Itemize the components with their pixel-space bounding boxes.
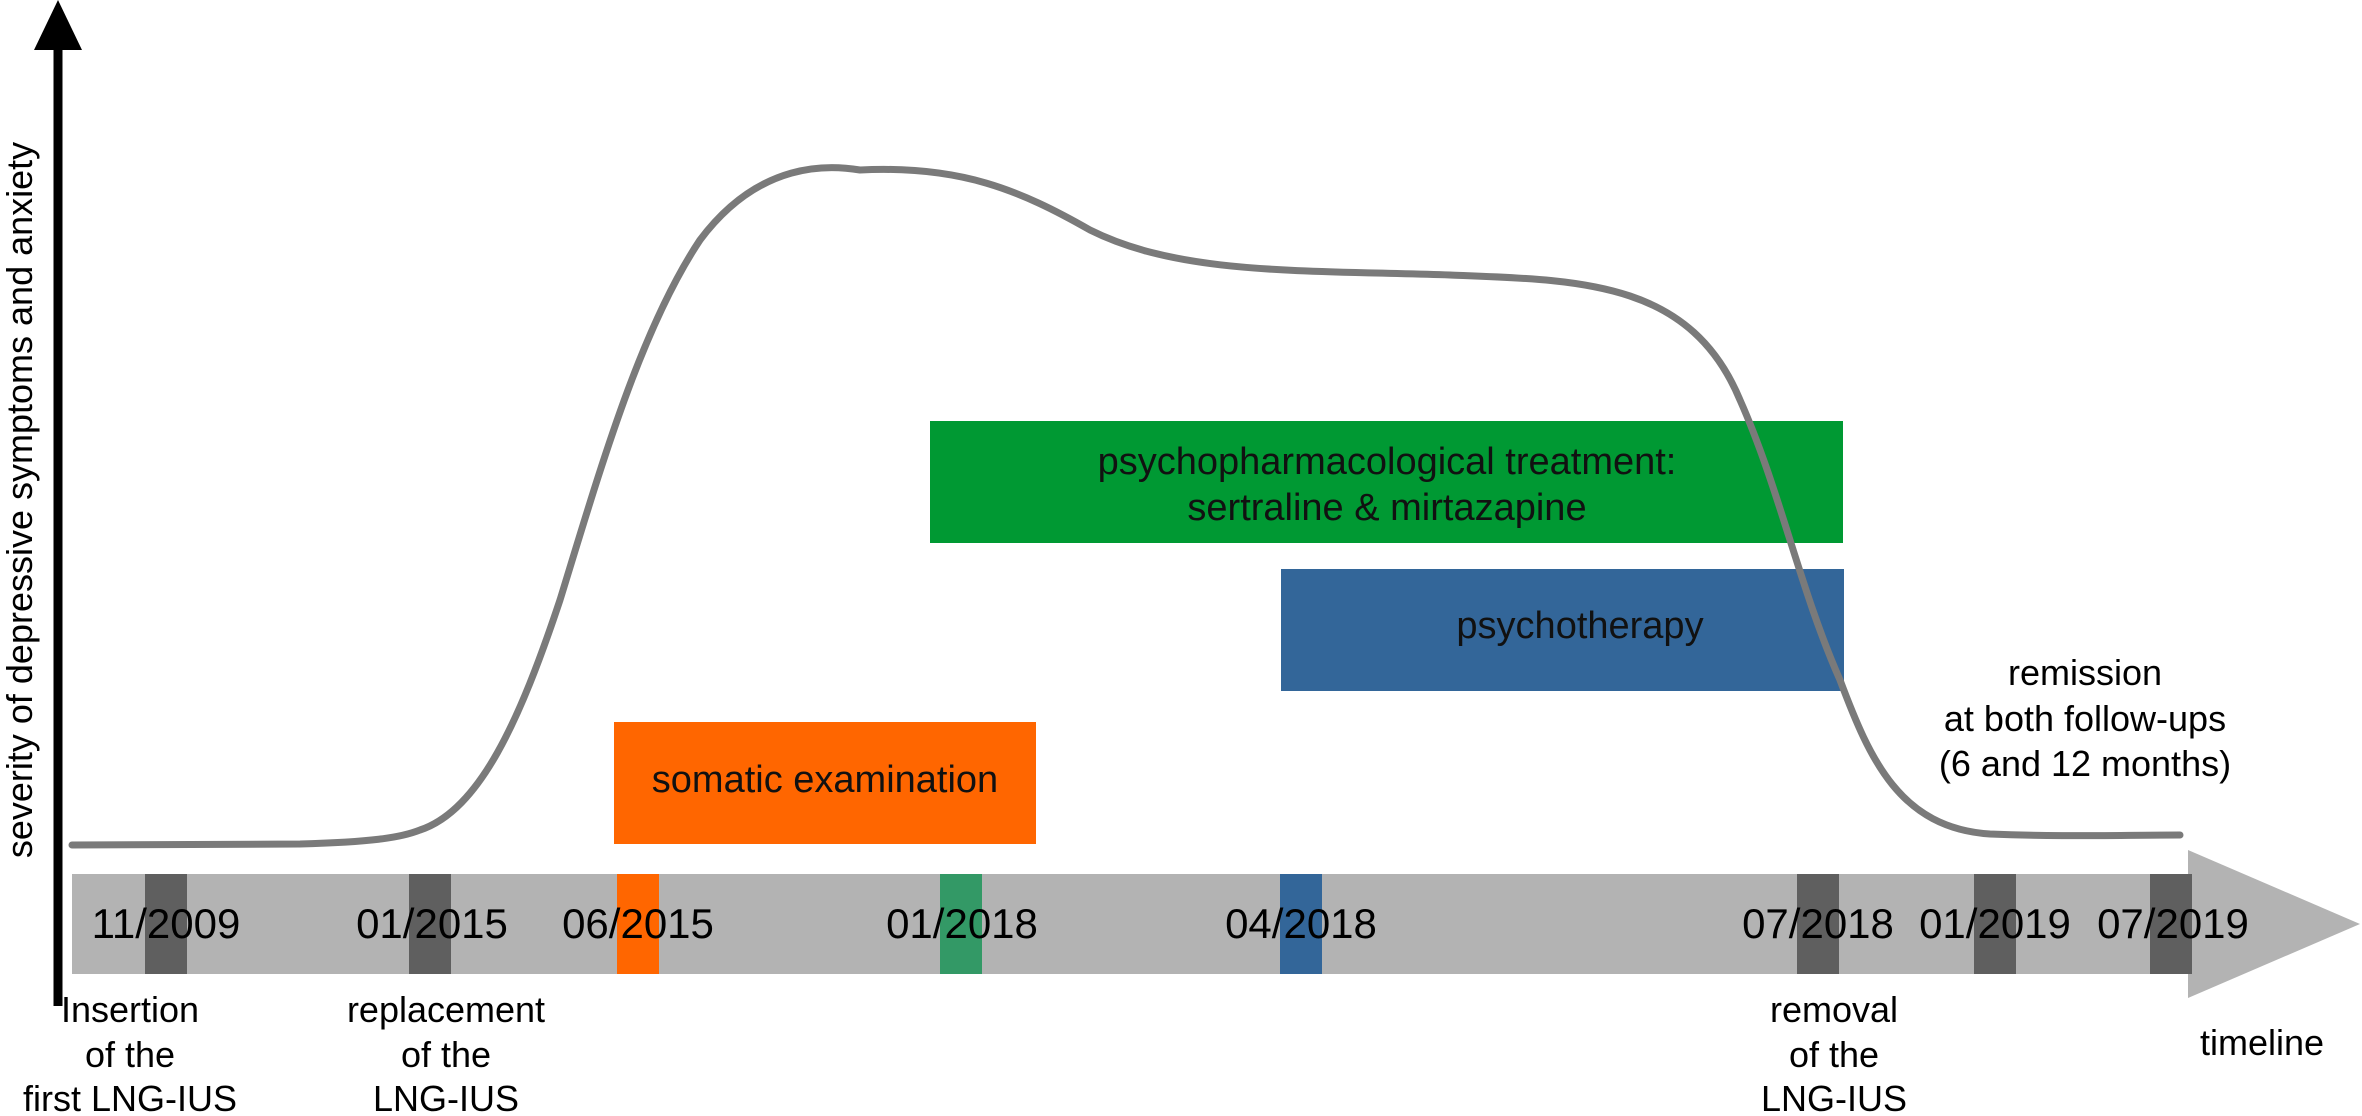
date-label: 07/2019 [2097, 900, 2249, 947]
marker-11-2009 [145, 874, 187, 974]
remission-label-line1: remission [2008, 652, 2162, 693]
date-label: 01/2018 [886, 900, 1038, 947]
somatic-examination-bar [614, 722, 1036, 844]
removal-label-line3: LNG-IUS [1761, 1078, 1907, 1116]
psychopharm-label-line1: psychopharmacological treatment: [1098, 441, 1677, 483]
y-axis-label: severity of depressive symptoms and anxi… [0, 142, 40, 858]
insertion-label-line1: Insertion [61, 989, 199, 1030]
date-label: 01/2019 [1919, 900, 2071, 947]
marker-06-2015 [617, 874, 659, 974]
remission-label-line3: (6 and 12 months) [1939, 743, 2231, 784]
treatment-bars: somatic examination psychopharmacologica… [614, 421, 1844, 844]
severity-curve [68, 164, 2184, 849]
marker-07-2018 [1797, 874, 1839, 974]
y-axis-arrowhead [34, 0, 82, 50]
date-label: 07/2018 [1742, 900, 1894, 947]
marker-01-2015 [409, 874, 451, 974]
marker-04-2018 [1280, 874, 1322, 974]
marker-01-2019 [1974, 874, 2016, 974]
marker-07-2019 [2150, 874, 2192, 974]
replacement-label-line2: of the [401, 1034, 491, 1075]
replacement-label-line3: LNG-IUS [373, 1078, 519, 1116]
date-label: 11/2009 [92, 900, 241, 947]
remission-annotation: remission at both follow-ups (6 and 12 m… [1939, 652, 2231, 784]
timeline-arrowhead [2188, 850, 2360, 998]
date-markers [145, 874, 2192, 974]
insertion-label-line3: first LNG-IUS [23, 1078, 237, 1116]
psychotherapy-bar [1281, 569, 1844, 691]
psychopharm-label-line2: sertraline & mirtazapine [1187, 487, 1586, 529]
marker-01-2018 [940, 874, 982, 974]
date-labels: 11/2009 01/2015 06/2015 01/2018 04/2018 … [92, 900, 2249, 947]
removal-label-line2: of the [1789, 1034, 1879, 1075]
date-label: 04/2018 [1225, 900, 1377, 947]
date-label: 06/2015 [562, 900, 714, 947]
remission-label-line2: at both follow-ups [1944, 698, 2226, 739]
replacement-label-line1: replacement [347, 989, 545, 1030]
psychopharm-treatment-bar [930, 421, 1843, 543]
timeline-label: timeline [2200, 1022, 2324, 1063]
insertion-label-line2: of the [85, 1034, 175, 1075]
y-axis: severity of depressive symptoms and anxi… [0, 0, 82, 1006]
somatic-examination-label: somatic examination [652, 759, 998, 801]
removal-label-line1: removal [1770, 989, 1898, 1030]
psychotherapy-label: psychotherapy [1456, 605, 1703, 647]
event-labels: Insertion of the first LNG-IUS replaceme… [23, 989, 1907, 1116]
date-label: 01/2015 [356, 900, 508, 947]
